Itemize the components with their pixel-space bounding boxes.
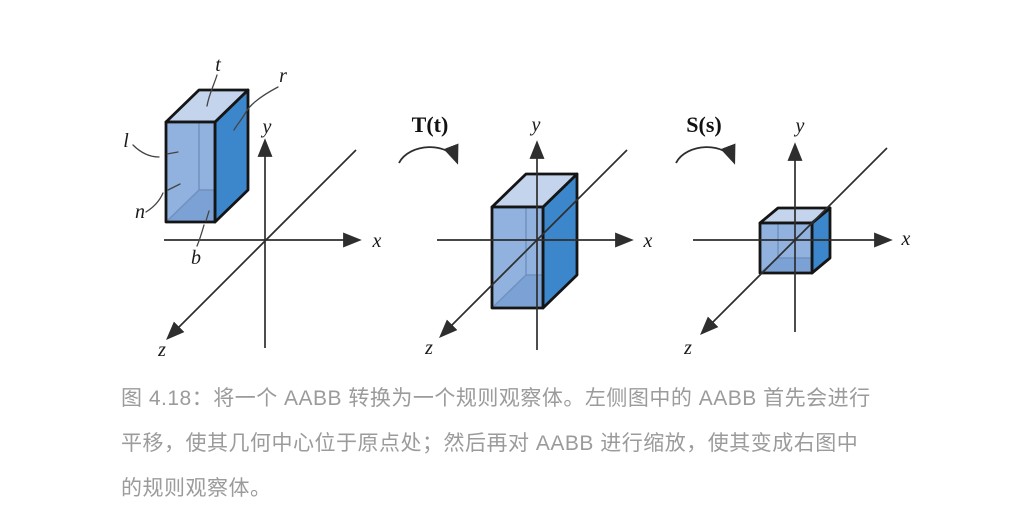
scale-arrow	[675, 143, 736, 165]
z-axis-label: z	[157, 339, 166, 361]
aabb-box-middle	[490, 172, 579, 310]
x-axis-label: x	[372, 230, 382, 252]
translation-arrow	[398, 143, 459, 165]
label-l-leader	[132, 144, 179, 158]
y-axis-label: y	[261, 116, 272, 138]
z-axis-line	[166, 149, 357, 340]
panel-middle: T(t) x y z	[398, 112, 653, 359]
z-axis-label: z	[683, 337, 692, 359]
z-axis-label: z	[424, 337, 433, 359]
y-axis-label: y	[530, 114, 541, 136]
face-label-left: l	[123, 130, 129, 152]
label-b-leader	[196, 210, 210, 247]
scale-label: S(s)	[686, 112, 721, 137]
y-axis-label: y	[794, 115, 805, 137]
panel-left: t r l n b x y z	[123, 54, 381, 361]
x-axis-label: x	[901, 228, 911, 250]
label-r-leader	[233, 86, 279, 131]
caption-line: 图 4.18：将一个 AABB 转换为一个规则观察体。左侧图中的 AABB 首先…	[121, 387, 871, 410]
caption-line: 平移，使其几何中心位于原点处；然后再对 AABB 进行缩放，使其变成右图中	[121, 432, 859, 455]
label-t-leader	[206, 74, 218, 107]
face-label-top: t	[215, 54, 221, 76]
box-front-face	[164, 120, 217, 224]
caption-line: 的规则观察体。	[121, 477, 272, 500]
translation-label: T(t)	[412, 112, 449, 137]
x-axis-label: x	[643, 230, 653, 252]
label-n-leader	[145, 183, 181, 213]
aabb-box-left	[164, 88, 250, 224]
panel-right: S(s) x y z	[675, 112, 911, 359]
face-label-near: n	[135, 201, 145, 223]
face-label-right: r	[279, 65, 287, 87]
face-label-bottom: b	[191, 247, 201, 269]
z-axis-line	[439, 149, 628, 338]
box-front-face	[490, 205, 545, 310]
figure-caption: 图 4.18：将一个 AABB 转换为一个规则观察体。左侧图中的 AABB 首先…	[121, 376, 871, 508]
aabb-transform-diagram: t r l n b x y z T(t) x	[123, 54, 911, 361]
